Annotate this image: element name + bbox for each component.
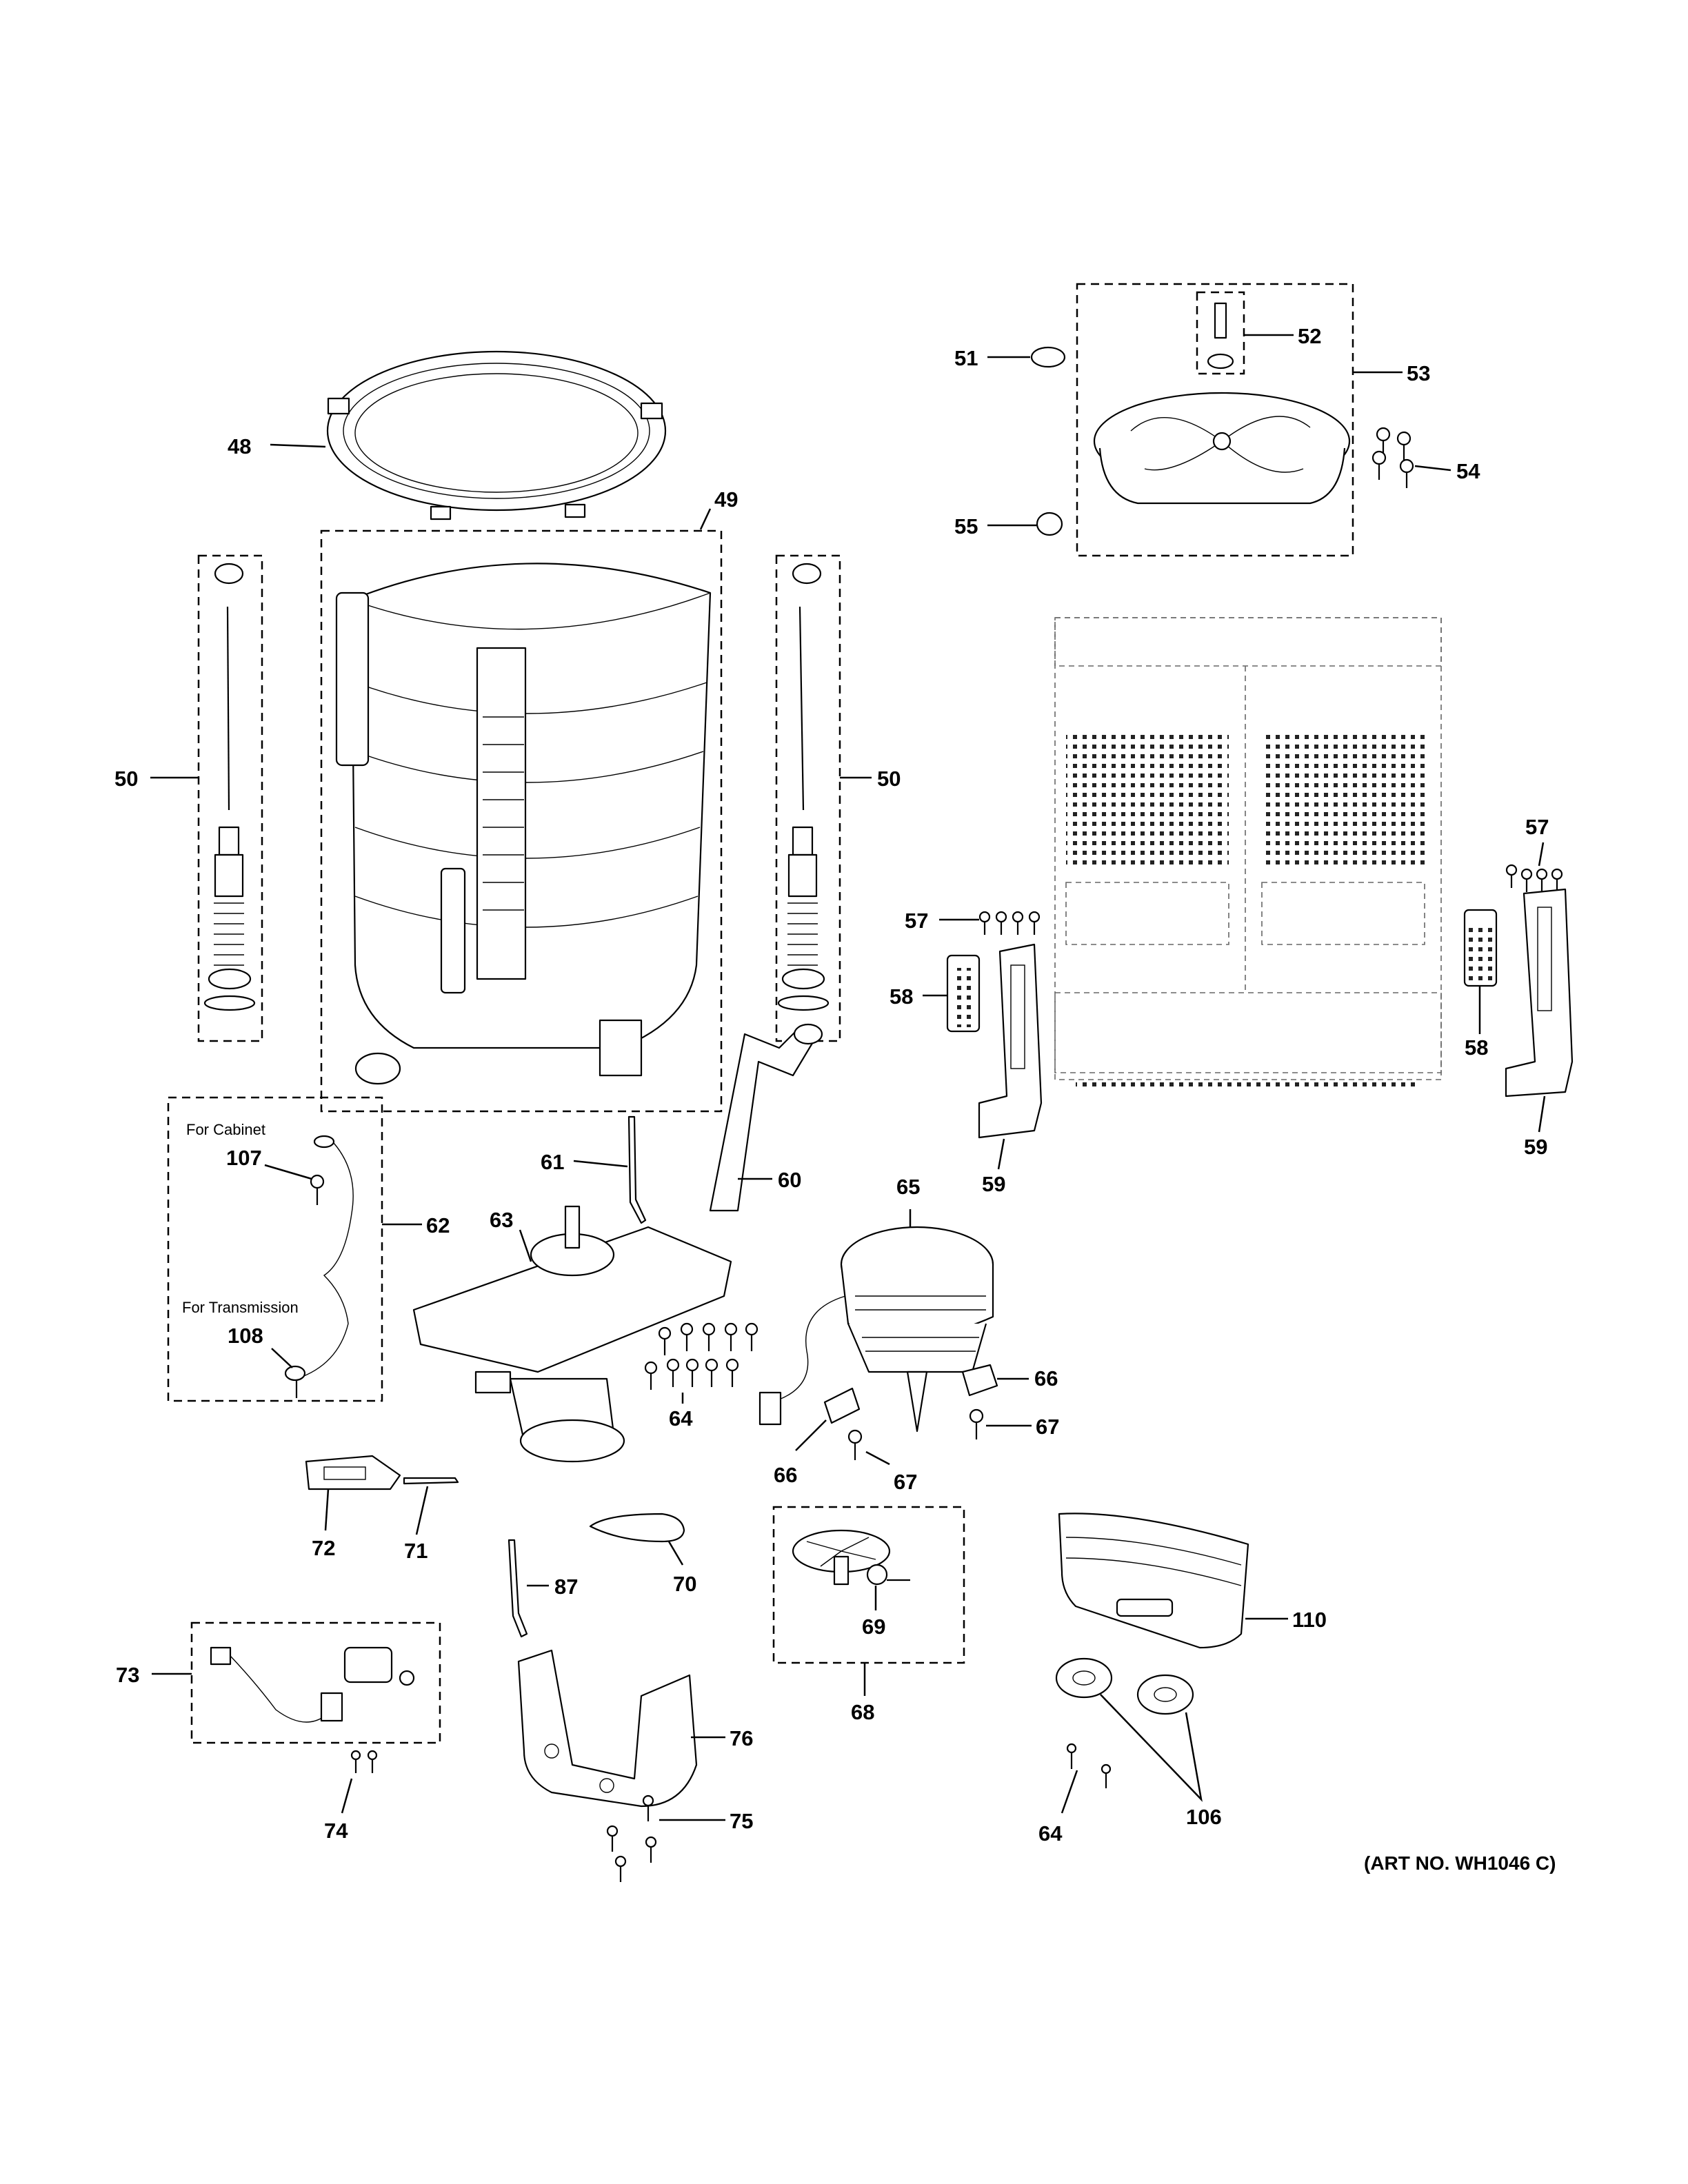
art-number: (ART NO. WH1046 C) [1364, 1852, 1556, 1874]
leveling-foot-right-part-106 [1136, 1674, 1194, 1715]
note-for-transmission: For Transmission [182, 1299, 299, 1316]
pulsator-part-53 [1093, 392, 1351, 505]
screw-part-107 [310, 1174, 325, 1205]
screws-part-75 [606, 1794, 657, 1882]
screws-base-part-64 [1066, 1743, 1112, 1788]
outer-tub-part-49 [335, 563, 712, 1085]
screws-part-54 [1372, 427, 1414, 488]
filter-housing-left-part-59 [978, 943, 1043, 1139]
callout-58-left: 58 [890, 984, 913, 1009]
plug-part-55 [1036, 512, 1063, 536]
rod-part-61 [627, 1115, 647, 1224]
lid-switch-box [190, 1621, 441, 1744]
drain-hose-part-60 [709, 1023, 823, 1212]
fan-part-68 [792, 1529, 891, 1586]
suspension-rod-left-part-50 [203, 563, 256, 1011]
screws-right-part-57 [1505, 864, 1563, 892]
motor-part-65 [758, 1226, 994, 1433]
cover-bracket-part-76 [517, 1649, 698, 1808]
callout-65: 65 [896, 1175, 920, 1199]
callout-73: 73 [116, 1663, 139, 1687]
screws-part-74 [350, 1750, 378, 1773]
callout-57-right: 57 [1525, 815, 1549, 839]
callout-50-left: 50 [114, 767, 138, 791]
outer-tub-box [320, 529, 723, 1113]
callout-62: 62 [426, 1213, 450, 1237]
callout-108: 108 [228, 1324, 263, 1348]
callout-72: 72 [312, 1536, 335, 1560]
brake-part-72 [305, 1455, 401, 1490]
callout-67-right: 67 [1036, 1415, 1059, 1439]
pulsator-bolt-box [1196, 291, 1245, 375]
tub-cover-part-48 [326, 350, 667, 520]
cabinet-reference-ghost [1054, 617, 1442, 1092]
callout-58-right: 58 [1465, 1035, 1488, 1060]
pulsator-assembly-box [1076, 283, 1354, 557]
callout-54: 54 [1456, 459, 1480, 483]
callout-107: 107 [226, 1146, 262, 1170]
ground-wire-part-62 [284, 1135, 354, 1382]
bolt-left-part-67 [847, 1429, 863, 1460]
callout-60: 60 [778, 1168, 801, 1192]
callout-59-left: 59 [982, 1172, 1005, 1196]
suspension-right-box [775, 554, 841, 1042]
callout-52: 52 [1298, 324, 1321, 348]
suspension-rod-right-part-50 [777, 563, 830, 1011]
fan-bolt-part-69 [866, 1564, 910, 1586]
suspension-left-box [197, 554, 263, 1042]
screws-left-part-57 [978, 911, 1041, 935]
callout-57-left: 57 [905, 909, 928, 933]
callout-75: 75 [730, 1809, 753, 1833]
callout-51: 51 [954, 346, 978, 370]
ground-wire-box [167, 1096, 383, 1402]
cap-part-51 [1030, 346, 1066, 368]
callout-55: 55 [954, 514, 978, 538]
callout-76: 76 [730, 1726, 753, 1750]
callout-61: 61 [541, 1150, 564, 1174]
callout-64-transmission: 64 [669, 1406, 693, 1430]
transmission-part-63 [412, 1205, 732, 1463]
callout-64-base: 64 [1038, 1821, 1063, 1846]
pulsator-bolt-part-52 [1207, 302, 1234, 370]
callout-69: 69 [862, 1615, 885, 1639]
belt-part-70 [589, 1513, 685, 1543]
callout-74: 74 [324, 1819, 348, 1843]
callout-87: 87 [554, 1575, 578, 1599]
callout-68: 68 [851, 1700, 874, 1724]
callout-66-right: 66 [1034, 1366, 1058, 1391]
callout-66-left: 66 [774, 1463, 797, 1487]
lid-switch-part-73 [210, 1646, 415, 1723]
callout-67-left: 67 [894, 1470, 917, 1494]
filter-housing-right-part-59 [1505, 888, 1574, 1098]
mount-right-part-66 [961, 1364, 998, 1397]
callout-63: 63 [490, 1208, 513, 1232]
base-cover-part-110 [1058, 1513, 1249, 1649]
rod-part-87 [508, 1539, 528, 1638]
callout-71: 71 [404, 1539, 428, 1563]
callout-49: 49 [714, 487, 738, 512]
callout-59-right: 59 [1524, 1135, 1547, 1159]
callout-48: 48 [228, 434, 251, 458]
callout-50-right: 50 [877, 767, 901, 791]
callout-70: 70 [673, 1572, 696, 1596]
leveling-foot-left-part-106 [1055, 1657, 1113, 1699]
note-for-cabinet: For Cabinet [186, 1121, 265, 1138]
screws-part-64 [644, 1322, 758, 1390]
callout-106: 106 [1186, 1805, 1222, 1829]
bolt-right-part-67 [969, 1408, 984, 1439]
spring-part-71 [403, 1477, 459, 1485]
mount-left-part-66 [823, 1387, 861, 1424]
callout-110: 110 [1292, 1608, 1327, 1632]
callout-53: 53 [1407, 361, 1430, 385]
fan-assembly-box [772, 1506, 965, 1664]
